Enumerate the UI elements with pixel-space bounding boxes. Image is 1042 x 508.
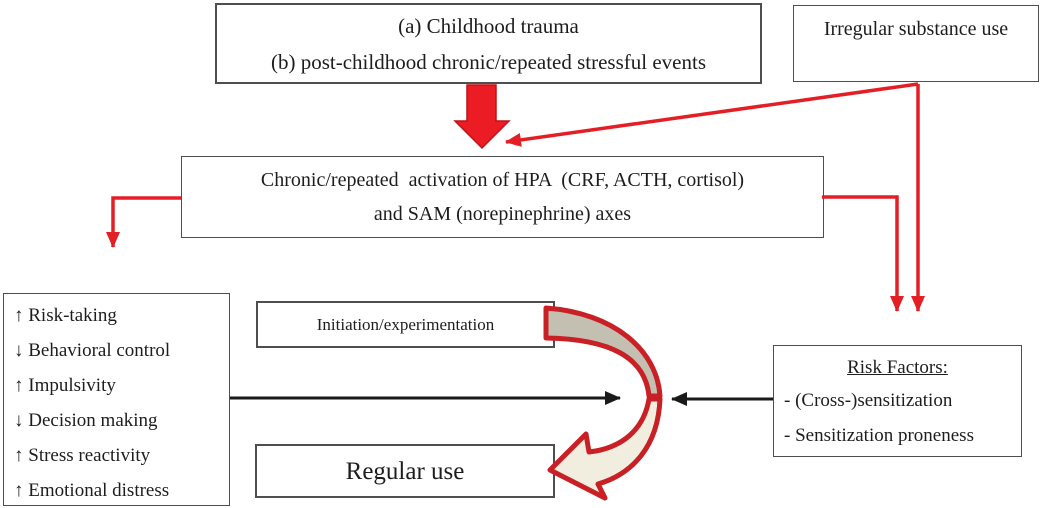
risk-factors-box: Risk Factors: - (Cross-)sensitization - … <box>773 345 1022 457</box>
risk-factor-sensitization-proneness: - Sensitization proneness <box>784 425 974 446</box>
irregular-substance-use-box: Irregular substance use <box>793 5 1039 82</box>
initiation-label: Initiation/experimentation <box>316 315 495 334</box>
initiation-experimentation-box: Initiation/experimentation <box>256 301 555 348</box>
red-block-arrow-down-icon <box>453 84 511 150</box>
red-arrow-hpa-to-effects <box>106 196 181 248</box>
effect-item-impulsivity: ↑ Impulsivity <box>14 375 116 396</box>
hpa-line-2: and SAM (norepinephrine) axes <box>373 203 632 225</box>
red-arrow-hpa-to-riskfactors <box>822 195 904 312</box>
effect-item-decision-making: ↓ Decision making <box>14 410 158 431</box>
irregular-substance-use-label: Irregular substance use <box>823 18 1009 40</box>
regular-use-label: Regular use <box>345 458 465 485</box>
curved-arrow-bottom-band-arrowhead <box>547 396 663 501</box>
hpa-line-1: Chronic/repeated activation of HPA (CRF,… <box>260 169 745 191</box>
trauma-line-1: (a) Childhood trauma <box>398 14 579 38</box>
risk-factors-title: Risk Factors: <box>847 357 948 378</box>
behavioral-effects-list: ↑ Risk-taking ↓ Behavioral control ↑ Imp… <box>4 294 229 508</box>
hpa-sam-activation-box: Chronic/repeated activation of HPA (CRF,… <box>181 156 824 238</box>
risk-factor-cross-sensitization: - (Cross-)sensitization <box>784 390 953 411</box>
effect-item-emotional-distress: ↑ Emotional distress <box>14 480 170 501</box>
effect-item-stress-reactivity: ↑ Stress reactivity <box>14 445 151 466</box>
effect-item-risk-taking: ↑ Risk-taking <box>14 305 117 326</box>
curved-arrow-top-band <box>543 305 663 399</box>
curved-transition-arrow-icon <box>543 305 663 501</box>
regular-use-box: Regular use <box>255 444 555 498</box>
behavioral-effects-box: ↑ Risk-taking ↓ Behavioral control ↑ Imp… <box>3 293 230 506</box>
effect-item-behavioral-control: ↓ Behavioral control <box>14 340 171 361</box>
trauma-line-2: (b) post-childhood chronic/repeated stre… <box>270 50 707 74</box>
red-arrow-irregular-to-hpa <box>505 82 919 147</box>
childhood-trauma-box: (a) Childhood trauma (b) post-childhood … <box>215 3 762 84</box>
